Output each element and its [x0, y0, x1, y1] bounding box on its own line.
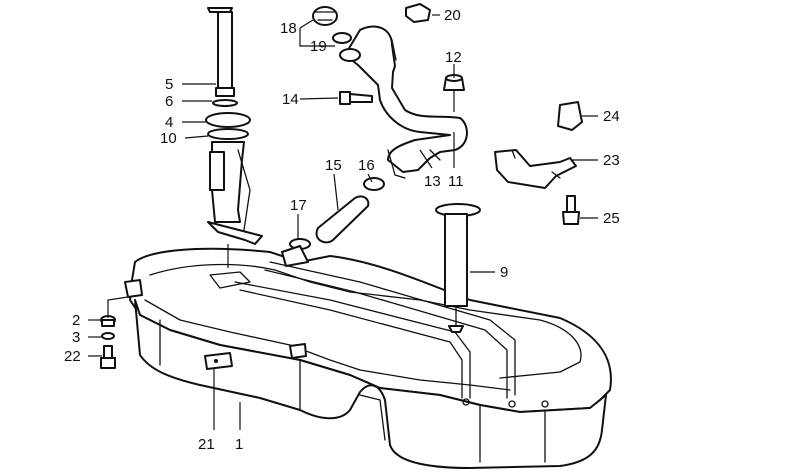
bolt-14[interactable]: [339, 91, 373, 105]
label-11: 11: [448, 173, 464, 190]
label-15: 15: [325, 157, 342, 174]
label-25: 25: [603, 210, 620, 227]
label-23: 23: [603, 152, 620, 169]
label-2: 2: [72, 312, 80, 329]
hose-15[interactable]: [281, 177, 385, 267]
filler-cap[interactable]: [312, 6, 352, 44]
screw-25[interactable]: [562, 195, 580, 225]
bracket-23[interactable]: [494, 149, 577, 189]
fuel-tank[interactable]: [124, 247, 612, 469]
label-6: 6: [165, 93, 173, 110]
fuel-pump-assembly[interactable]: [205, 7, 263, 268]
label-4: 4: [165, 114, 173, 131]
label-3: 3: [72, 329, 80, 346]
label-19: 19: [310, 38, 327, 55]
mounting-hardware[interactable]: [100, 315, 116, 369]
filler-neck[interactable]: [339, 25, 468, 179]
label-20: 20: [444, 7, 461, 24]
callout-labels: 5 6 4 10 2 3 22 18 19 20 14 12 13 11 16 …: [64, 7, 620, 453]
label-16: 16: [358, 157, 375, 174]
label-14: 14: [282, 91, 299, 108]
label-9: 9: [500, 264, 508, 281]
label-13: 13: [424, 173, 441, 190]
vent-pipe-9[interactable]: [435, 203, 481, 333]
label-22: 22: [64, 348, 81, 365]
label-10: 10: [160, 130, 177, 147]
label-17: 17: [290, 197, 307, 214]
label-18: 18: [280, 20, 297, 37]
label-1: 1: [235, 436, 243, 453]
label-12: 12: [445, 49, 462, 66]
label-24: 24: [603, 108, 620, 125]
label-21: 21: [198, 436, 215, 453]
leader-lines: [88, 14, 598, 430]
cap-retainer[interactable]: [405, 3, 431, 23]
label-5: 5: [165, 76, 173, 93]
clip-24[interactable]: [557, 101, 583, 131]
